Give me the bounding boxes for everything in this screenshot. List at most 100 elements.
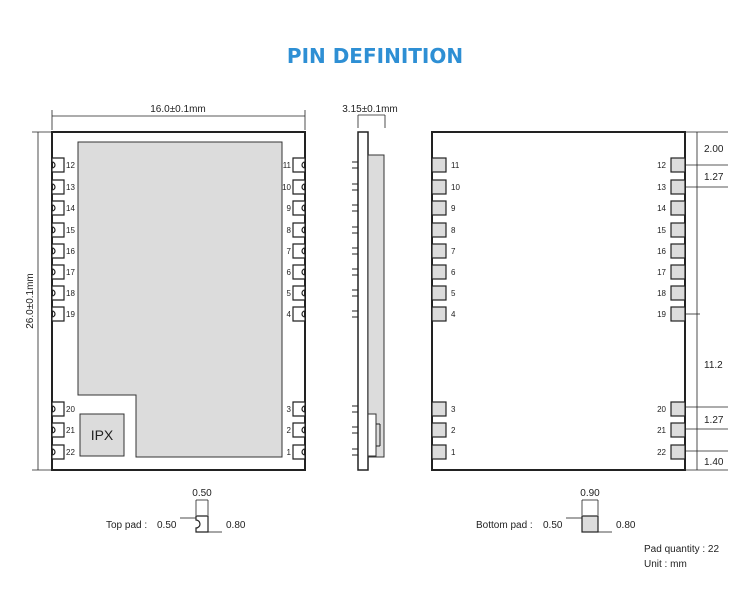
pin-pad	[292, 243, 306, 259]
bottom-pad-top-dim: 0.90	[580, 488, 600, 499]
pin-pad	[431, 157, 447, 173]
pin-pad	[670, 200, 686, 216]
pin-number: 7	[287, 247, 292, 256]
pin-pad	[670, 157, 686, 173]
pin-number: 20	[657, 405, 666, 414]
pin-pad	[51, 264, 65, 280]
pin-number: 15	[657, 226, 666, 235]
pin-number: 8	[287, 226, 292, 235]
pin-pad	[51, 444, 65, 460]
pin-number: 17	[657, 268, 666, 277]
pin-number: 14	[657, 204, 666, 213]
pin-pad	[670, 422, 686, 438]
ipx-label: IPX	[91, 427, 114, 443]
pin-number: 3	[287, 405, 292, 414]
top-pad-label: Top pad :	[106, 520, 147, 531]
pin-pad	[670, 401, 686, 417]
pin-pad	[292, 157, 306, 173]
shield-can	[77, 141, 283, 458]
pin-number: 19	[657, 310, 666, 319]
pin-number: 10	[282, 183, 291, 192]
pin-pad	[51, 157, 65, 173]
pad-quantity-note: Pad quantity : 22	[644, 544, 719, 555]
pin-pad	[670, 264, 686, 280]
pin-number: 21	[657, 426, 666, 435]
pin-number: 17	[66, 268, 75, 277]
side-shield	[367, 154, 385, 458]
pin-pad	[431, 222, 447, 238]
pin-number: 9	[451, 204, 456, 213]
pin-pad	[292, 222, 306, 238]
dim-1-27-top: 1.27	[704, 172, 724, 183]
width-dimension-label: 16.0±0.1mm	[150, 104, 206, 115]
pin-number: 6	[287, 268, 292, 277]
pin-pad	[431, 444, 447, 460]
top-pad-left-dim: 0.50	[157, 520, 177, 531]
bottom-pad-detail: 0.90 Bottom pad : 0.50 0.80	[476, 488, 636, 533]
pin-number: 16	[657, 247, 666, 256]
top-pad-top-dim: 0.50	[192, 488, 212, 499]
pin-pad	[431, 264, 447, 280]
top-pad-shape	[195, 515, 209, 533]
pin-number: 11	[283, 161, 292, 170]
dim-11-2: 11.2	[704, 360, 723, 371]
pin-number: 3	[451, 405, 456, 414]
pin-number: 2	[287, 426, 292, 435]
pin-number: 19	[66, 310, 75, 319]
pin-number: 9	[287, 204, 292, 213]
pin-number: 12	[66, 161, 75, 170]
side-view: 3.15±0.1mm	[342, 104, 398, 471]
bottom-pad-left-dim: 0.50	[543, 520, 563, 531]
pin-number: 11	[451, 161, 460, 170]
pin-pad	[292, 285, 306, 301]
pin-number: 22	[657, 448, 666, 457]
side-pcb	[357, 131, 369, 471]
pin-pad	[670, 243, 686, 259]
pin-pad	[431, 422, 447, 438]
pin-number: 8	[451, 226, 456, 235]
thickness-dimension-label: 3.15±0.1mm	[342, 104, 398, 115]
pin-pad	[670, 222, 686, 238]
pin-pad	[431, 243, 447, 259]
pin-pad	[670, 306, 686, 322]
pin-number: 1	[287, 448, 292, 457]
top-pad-right-dim: 0.80	[226, 520, 246, 531]
dim-1-40: 1.40	[704, 457, 724, 468]
ipx-connector	[79, 413, 125, 457]
bottom-pad-label: Bottom pad :	[476, 520, 533, 531]
pin-pad	[292, 422, 306, 438]
pin-number: 13	[66, 183, 75, 192]
height-dimension-label: 26.0±0.1mm	[25, 273, 36, 329]
pin-number: 20	[66, 405, 75, 414]
pin-pad	[51, 401, 65, 417]
bottom-pad-right-dim: 0.80	[616, 520, 636, 531]
pin-number: 6	[451, 268, 456, 277]
pin-number: 18	[66, 289, 75, 298]
pin-pad	[292, 306, 306, 322]
pin-pad	[51, 422, 65, 438]
pin-pad	[292, 401, 306, 417]
pin-pad	[51, 200, 65, 216]
pin-number: 4	[451, 310, 456, 319]
pin-number: 2	[451, 426, 456, 435]
pin-pad	[292, 264, 306, 280]
side-ipx	[367, 413, 377, 457]
unit-note: Unit : mm	[644, 559, 687, 570]
pin-pad	[51, 306, 65, 322]
pin-number: 5	[451, 289, 456, 298]
pin-pad	[670, 444, 686, 460]
dim-1-27-bottom: 1.27	[704, 415, 724, 426]
pin-pad	[51, 243, 65, 259]
dim-2-00: 2.00	[704, 144, 724, 155]
pin-pad	[292, 200, 306, 216]
bottom-pad-shape	[581, 515, 599, 533]
pin-number: 22	[66, 448, 75, 457]
pin-number: 18	[657, 289, 666, 298]
pin-number: 16	[66, 247, 75, 256]
